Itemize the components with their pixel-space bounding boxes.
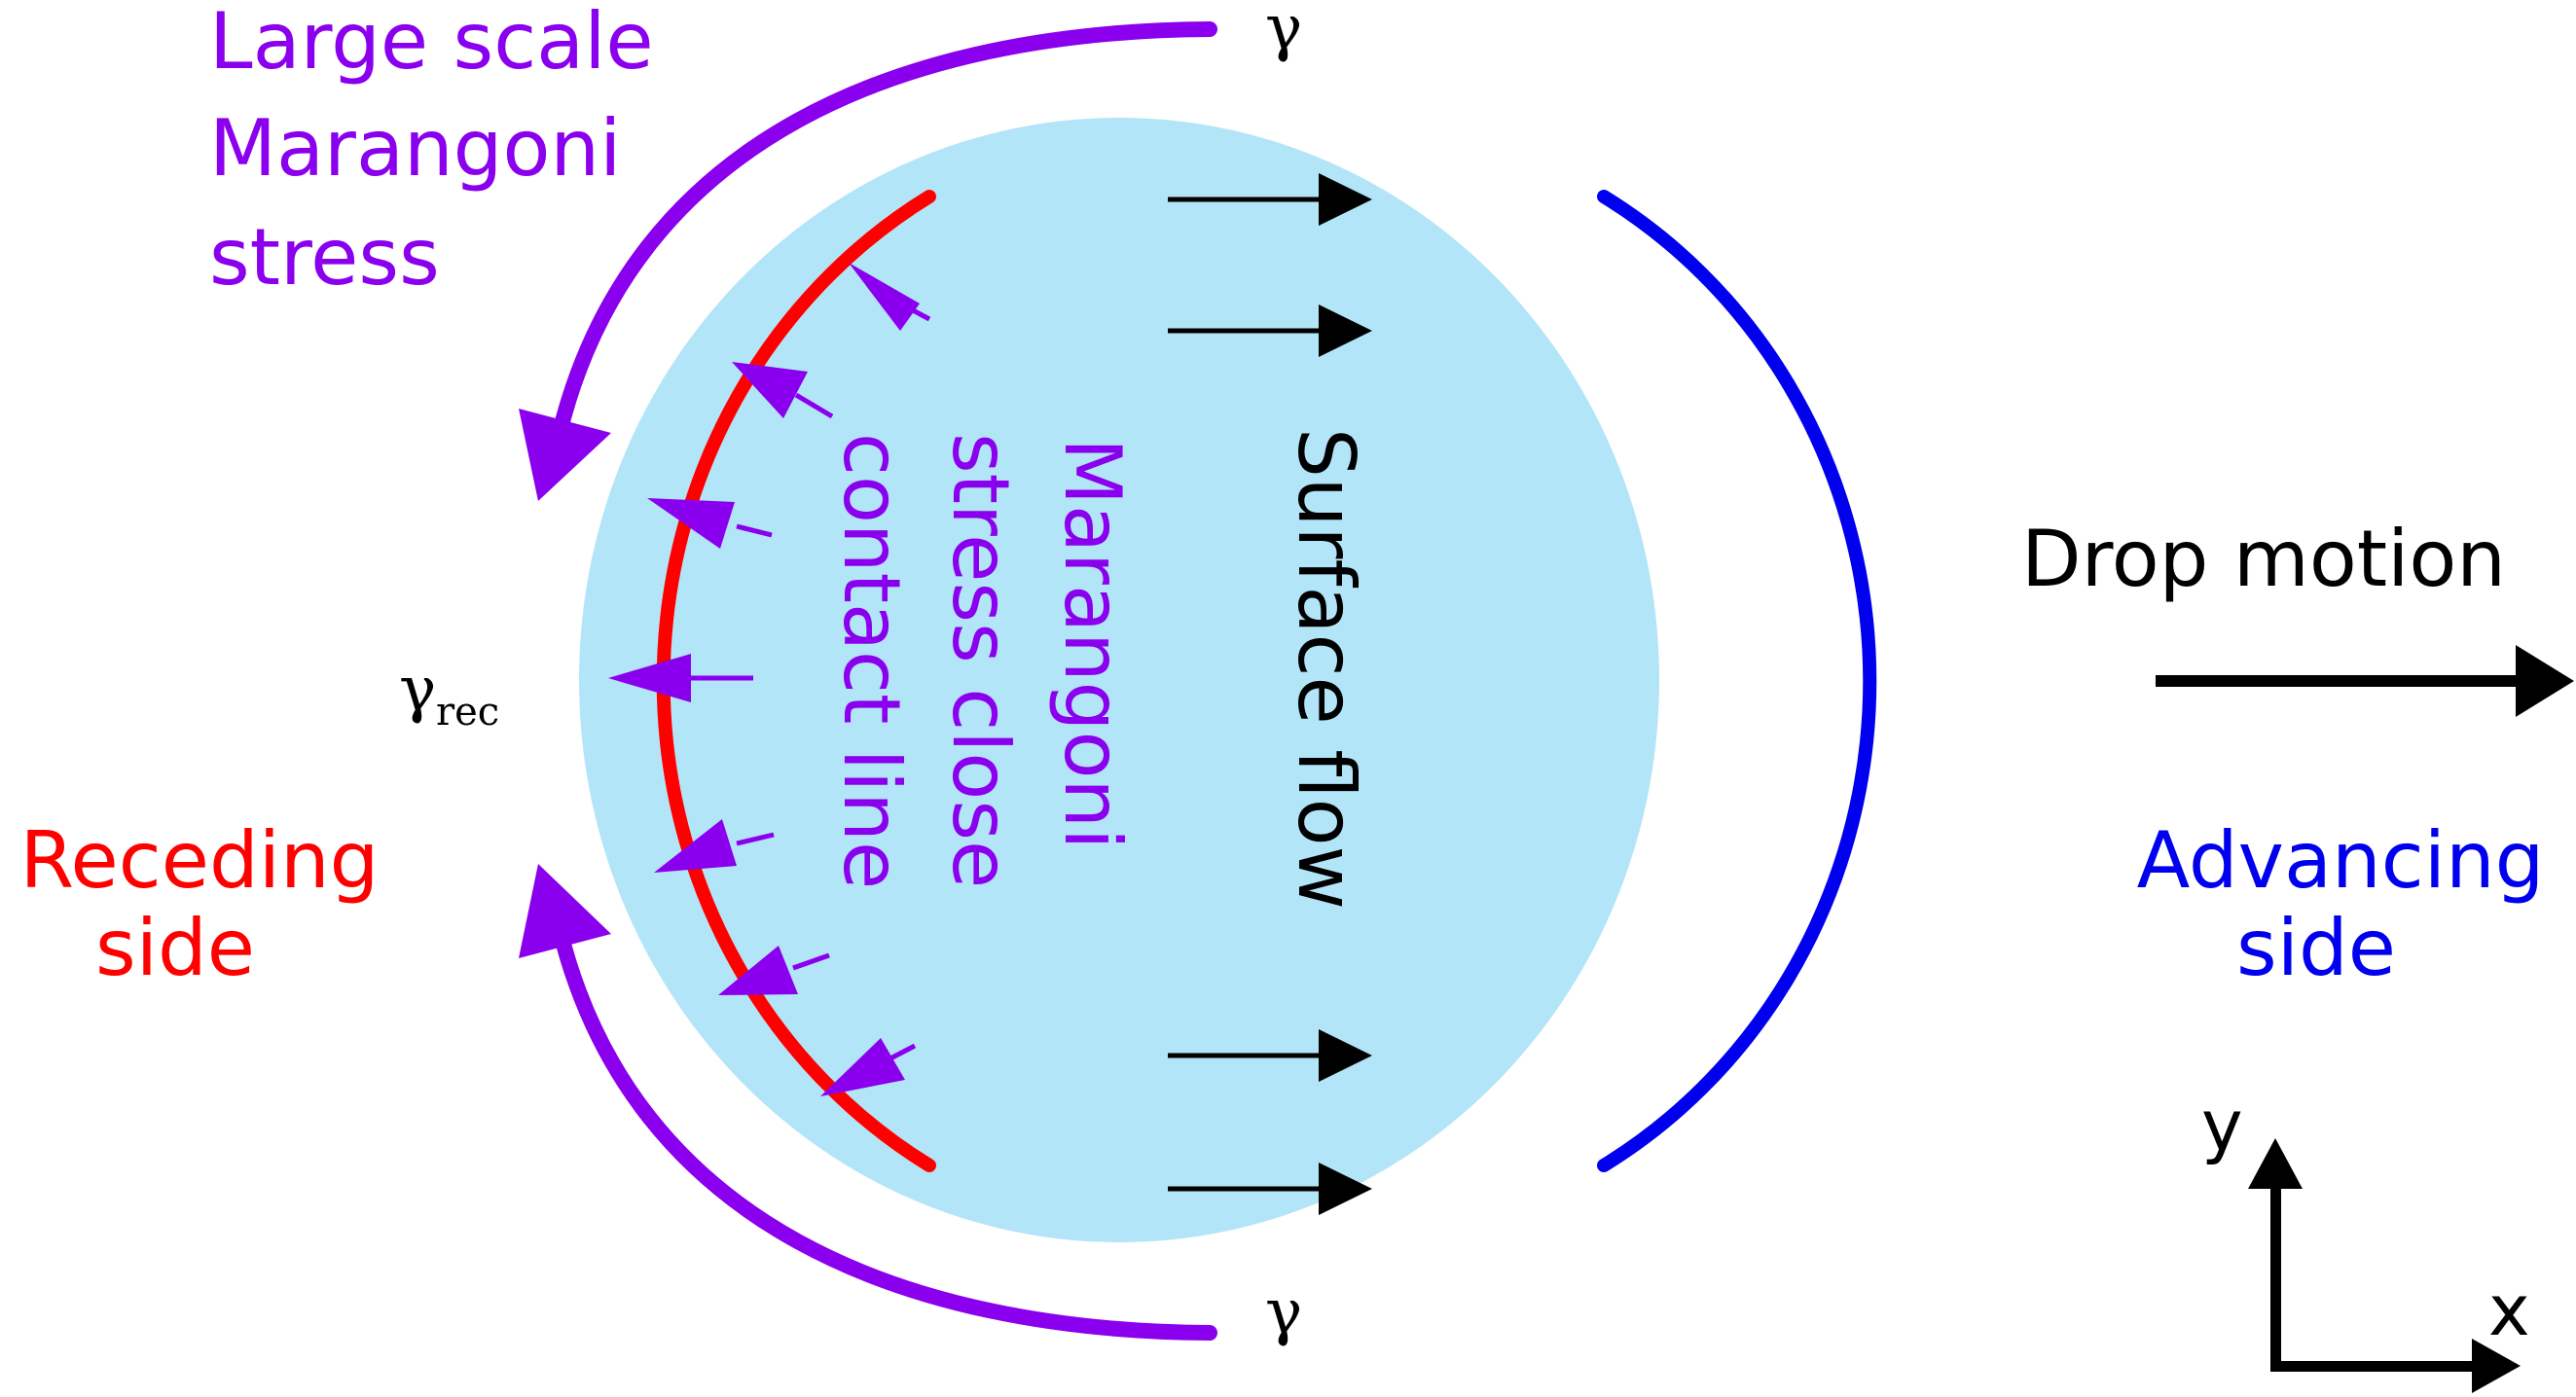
marangoni-close-label-line3: contact line: [826, 433, 917, 889]
drop-body: [579, 118, 1659, 1242]
xy-axes: [2248, 1138, 2521, 1393]
gamma-rec-subscript: rec: [436, 690, 499, 734]
advancing-contact-line: [1597, 190, 1877, 1172]
marangoni-contact-line-arrows: [608, 263, 931, 1096]
advancing-side-label-line2: side: [2236, 903, 2396, 993]
large-scale-arc-bottom: [552, 921, 1217, 1341]
large-scale-arc-top: [552, 21, 1217, 441]
receding-side-label-line1: Receding: [20, 815, 380, 906]
marangoni-close-label-line1: Marangoni: [1047, 438, 1138, 849]
advancing-side-label-line1: Advancing: [2137, 815, 2545, 906]
y-axis-label: y: [2201, 1085, 2243, 1166]
receding-side-label-line2: side: [95, 903, 255, 993]
gamma-top-label: γ: [1265, 0, 1302, 64]
large-scale-arrowhead-top: [519, 409, 611, 501]
gamma-rec-label: γ rec: [399, 654, 499, 734]
marangoni-close-label-line2: stress close: [935, 433, 1026, 888]
surface-flow-label: Surface flow: [1281, 428, 1371, 910]
large-scale-label-line3: stress: [209, 212, 440, 303]
surface-flow-arrows: [1168, 173, 1372, 1215]
large-scale-label-line1: Large scale: [209, 0, 654, 87]
drop-motion-arrow: [2156, 645, 2574, 717]
large-scale-label-line2: Marangoni: [209, 103, 621, 194]
x-axis-label: x: [2488, 1270, 2530, 1351]
gamma-rec-symbol: γ: [399, 654, 436, 726]
drop-motion-label: Drop motion: [2021, 514, 2506, 604]
large-scale-arrowhead-bottom: [519, 864, 611, 958]
gamma-bottom-label: γ: [1265, 1276, 1302, 1348]
